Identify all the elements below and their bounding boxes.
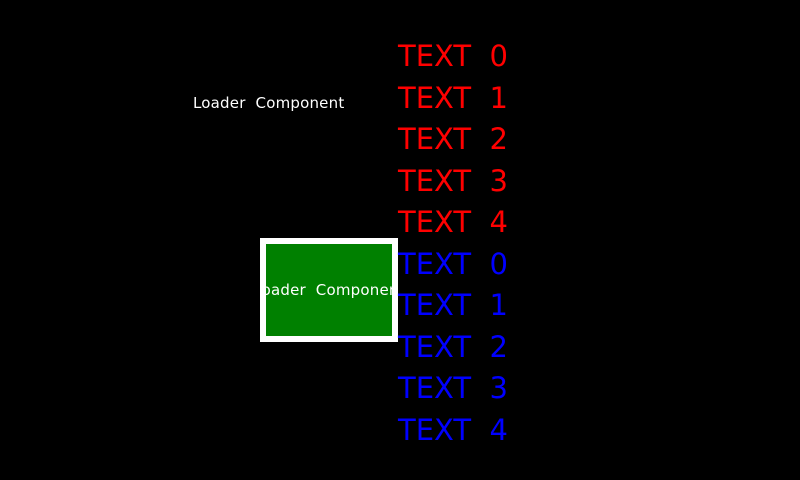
text-list-item[interactable]: TEXT 1 bbox=[398, 288, 508, 322]
loader-panel-content: Loader Component bbox=[260, 244, 398, 336]
text-list-item[interactable]: TEXT 2 bbox=[398, 122, 508, 156]
text-list-item[interactable]: TEXT 2 bbox=[398, 329, 508, 364]
text-list-item[interactable]: TEXT 3 bbox=[398, 371, 508, 405]
text-list: TEXT 0 TEXT 1 TEXT 2 TEXT 3 TEXT 4 TEXT 0 TEXT… bbox=[398, 36, 638, 451]
text-list-item[interactable]: TEXT 0 bbox=[398, 246, 508, 281]
text-list-item[interactable]: TEXT 1 bbox=[398, 80, 508, 115]
text-list-item[interactable]: TEXT 0 bbox=[398, 39, 508, 73]
text-list-item[interactable]: TEXT 4 bbox=[398, 205, 508, 239]
loader-component-panel[interactable]: Loader Component bbox=[260, 238, 398, 342]
loader-component-label-panel: Loader Component bbox=[260, 281, 398, 299]
loader-component-label-top: Loader Component bbox=[193, 94, 345, 112]
text-list-item[interactable]: TEXT 3 bbox=[398, 163, 508, 198]
text-list-item[interactable]: TEXT 4 bbox=[398, 412, 508, 447]
